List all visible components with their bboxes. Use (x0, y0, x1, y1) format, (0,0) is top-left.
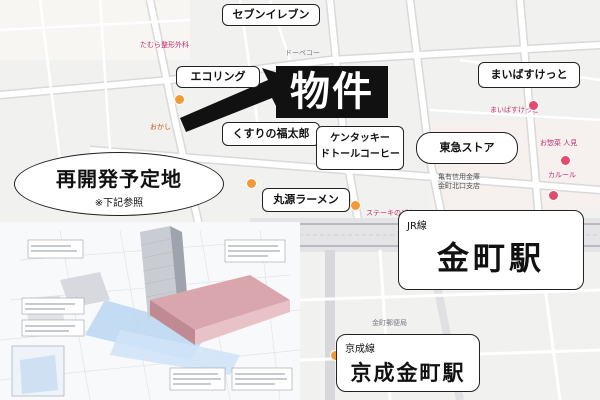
map-label-bank-branch: 金町北口支店 (438, 182, 480, 190)
seven-eleven-label: セブンイレブン (232, 8, 310, 21)
property-label: 物件 (276, 66, 388, 118)
keisei-line-label: 京成線 (345, 344, 375, 355)
shop-pin-icon[interactable] (174, 94, 185, 105)
keisei-station-box[interactable]: 京成線 京成金町駅 (336, 334, 480, 392)
store-pin-icon[interactable] (548, 190, 559, 201)
map-label-bank: 亀有信用金庫 (438, 173, 480, 181)
doutor-label: ドトールコーヒー (320, 149, 400, 160)
map-label-karuru: カルール (548, 171, 576, 179)
store-pin-icon[interactable] (560, 155, 571, 166)
jr-line-label: JR線 (407, 221, 427, 232)
kusuri-label: くすりの福太郎 (232, 127, 310, 140)
keisei-station-name: 京成金町駅 (350, 361, 466, 385)
eco-ring-label: エコリング (190, 70, 246, 83)
restaurant-pin-icon[interactable] (246, 178, 257, 189)
tokyu-store-label: 東急ストア (439, 141, 495, 154)
marugen-callout[interactable]: 丸源ラーメン (262, 188, 350, 212)
redevelopment-title: 再開発予定地 (56, 167, 182, 191)
map-label-tamura: たむら整形外科 (140, 41, 189, 49)
map-label-okashi: おかし (150, 123, 171, 131)
redevelopment-note: ※下記参照 (94, 198, 144, 209)
jr-station-box[interactable]: JR線 金町駅 (398, 210, 584, 290)
eco-ring-callout[interactable]: エコリング (176, 66, 260, 88)
maibasket-label: まいばすけっと (490, 68, 568, 81)
tokyu-store-callout[interactable]: 東急ストア (416, 132, 518, 164)
marugen-label: 丸源ラーメン (273, 193, 339, 206)
kusuri-callout[interactable]: くすりの福太郎 (222, 122, 320, 146)
map-label-post-office: 金町郵便局 (372, 319, 407, 327)
kfc-label: ケンタッキー (330, 133, 390, 144)
store-pin-icon[interactable] (528, 100, 539, 111)
kfc-doutor-callout[interactable]: ケンタッキー ドトールコーヒー (316, 126, 404, 170)
map-label-shop-right: お惣菜 人見 (540, 139, 578, 147)
maibasket-callout[interactable]: まいばすけっと (478, 62, 580, 88)
redevelopment-bubble[interactable]: 再開発予定地 ※下記参照 (14, 152, 224, 216)
map-label-dopeco: ドーペコー (285, 49, 320, 57)
seven-eleven-callout[interactable]: セブンイレブン (222, 4, 320, 26)
restaurant-pin-icon[interactable] (350, 200, 361, 211)
jr-station-name: 金町駅 (436, 239, 545, 277)
map-label-small-shop: まいばすけっと (490, 106, 539, 114)
map-label-steak: ステーキのどん (366, 209, 415, 217)
